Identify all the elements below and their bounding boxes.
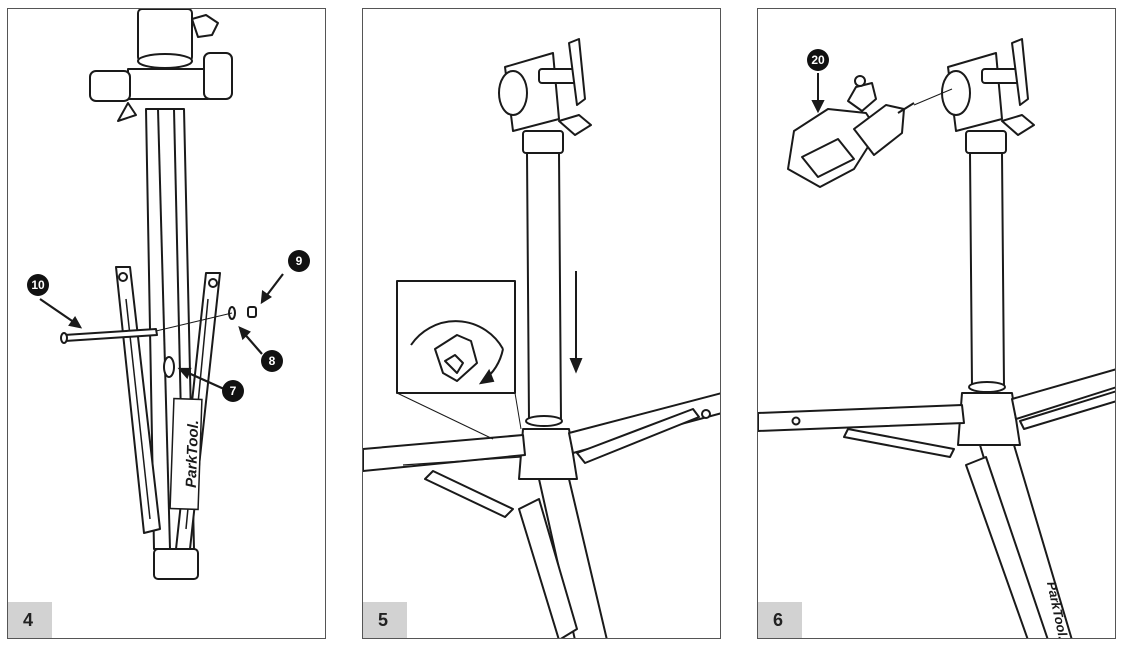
park-tool-logo: ParkTool. [182, 419, 203, 489]
repair-stand-lower-tube-illustration [363, 38, 720, 638]
step-badge: 5 [363, 602, 407, 638]
panel-step-6: 20 ParkTool. 6 [757, 8, 1116, 639]
step-number: 5 [377, 610, 388, 630]
callout-20: 20 [807, 49, 829, 71]
callout-10: 10 [27, 274, 49, 296]
panel-step-4: 10 9 8 7 ParkTool. 4 [7, 8, 326, 639]
callout-9: 9 [288, 250, 310, 272]
repair-stand-folded-illustration [39, 9, 284, 580]
repair-stand-clamp-install-illustration [758, 38, 1115, 638]
step-badge: 4 [8, 602, 52, 638]
panel-step-5: 5 [362, 8, 721, 639]
step-number: 4 [22, 610, 33, 630]
step-number: 6 [772, 610, 783, 630]
callout-8: 8 [261, 350, 283, 372]
step-badge: 6 [758, 602, 802, 638]
callout-7: 7 [222, 380, 244, 402]
